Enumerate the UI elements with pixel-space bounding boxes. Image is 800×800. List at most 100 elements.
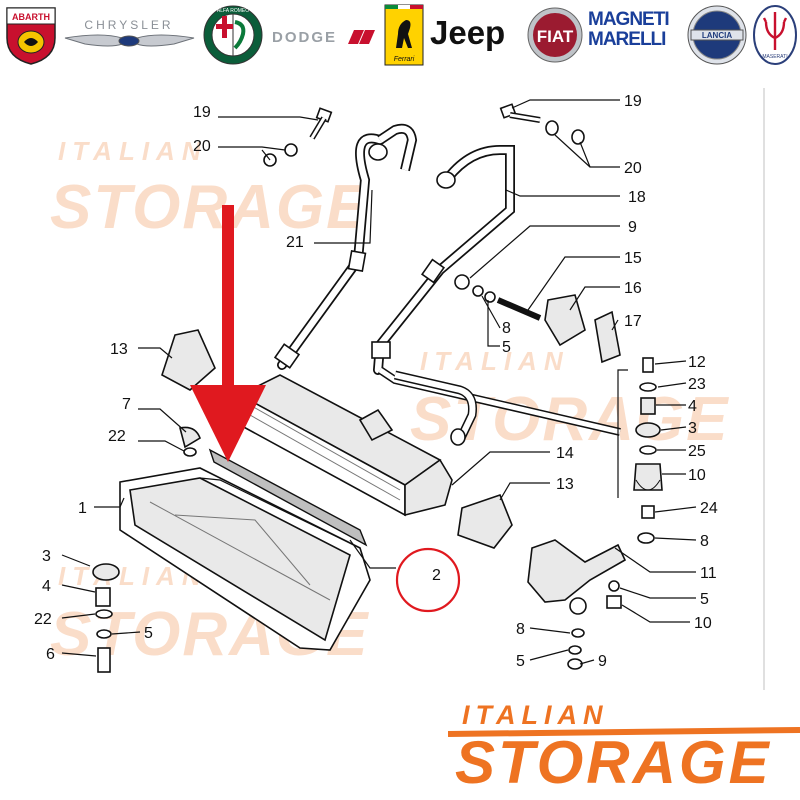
svg-text:ITALIAN: ITALIAN (420, 346, 570, 376)
dodge-logo: DODGE (272, 29, 375, 46)
callout-22: 22 (34, 611, 52, 628)
bolt-19-right (499, 103, 541, 123)
watermark-top: ITALIAN STORAGE (50, 136, 369, 242)
rubber-mount-13-left (161, 329, 216, 391)
ferrari-logo-text: Ferrari (394, 56, 415, 63)
pad-17 (594, 310, 621, 364)
callout-18: 18 (628, 189, 646, 206)
washer-20-left-a (284, 143, 298, 157)
callout-9: 9 (598, 653, 607, 670)
callout-7: 7 (122, 396, 131, 413)
callout-10: 10 (694, 615, 712, 632)
maserati-logo-text: MASERATI (762, 54, 787, 60)
washer-5-right (608, 580, 620, 592)
washer-22 (183, 447, 197, 457)
callout-15: 15 (624, 250, 642, 267)
alfa-romeo-logo: ALFA ROMEO (203, 5, 263, 65)
cooler-cap (358, 408, 394, 442)
callout-9: 9 (628, 219, 637, 236)
callout-5: 5 (144, 625, 153, 642)
callout-2: 2 (432, 567, 441, 584)
lancia-logo-text: LANCIA (702, 31, 732, 40)
ferrari-logo: Ferrari (384, 4, 424, 66)
callout-3: 3 (688, 420, 697, 437)
callout-14: 14 (556, 445, 574, 462)
dodge-logo-text: DODGE (272, 29, 337, 46)
cooler-body-14 (238, 374, 453, 517)
callout-13: 13 (556, 476, 574, 493)
highlight-circle (395, 547, 461, 613)
highlight-arrow (190, 205, 266, 462)
callout-10: 10 (688, 467, 706, 484)
washer-5 (484, 291, 496, 303)
callout-19: 19 (193, 104, 211, 121)
callout-23: 23 (688, 376, 706, 393)
tray-1 (119, 467, 371, 651)
washer-8 (472, 285, 484, 297)
alfa-romeo-logo-text: ALFA ROMEO (217, 8, 249, 14)
washer-bracket (569, 597, 587, 615)
brand-logo-bar: ABARTH CHRYSLER ALFA ROMEO DODGE Ferrari… (0, 0, 800, 72)
bolt-24 (641, 505, 655, 519)
bolt-19-left (309, 107, 333, 140)
brand-underline (448, 727, 800, 737)
left-stack (92, 563, 120, 673)
bolt-10-right (606, 595, 622, 609)
maserati-logo: MASERATI (753, 5, 797, 65)
washer-8-bottom (571, 628, 585, 638)
callout-19: 19 (624, 93, 642, 110)
brand-italian-text: ITALIAN (462, 700, 609, 730)
callout-16: 16 (624, 280, 642, 297)
strip-2 (208, 448, 368, 547)
callout-21: 21 (286, 234, 304, 251)
mount-stack (633, 357, 663, 491)
stack-bracket (617, 369, 628, 498)
brand-storage-text: STORAGE (455, 729, 772, 796)
callout-25: 25 (688, 443, 706, 460)
callout-5: 5 (516, 653, 525, 670)
nut-9 (454, 274, 470, 290)
washer-8-right (637, 532, 655, 544)
callout-17: 17 (624, 313, 642, 330)
jeep-logo: Jeep (430, 14, 506, 51)
washer-5-bottom (568, 645, 582, 655)
chrysler-logo: CHRYSLER (64, 18, 195, 47)
callout-20: 20 (193, 138, 211, 155)
leader-lines (61, 99, 697, 665)
fiat-logo-text: FIAT (537, 27, 574, 46)
hose-18 (371, 145, 515, 375)
clip-7 (179, 426, 201, 449)
fiat-logo: FIAT (527, 7, 583, 63)
nut-9-bottom (567, 658, 583, 670)
callout-24: 24 (700, 500, 718, 517)
callout-5: 5 (502, 339, 511, 356)
callout-labels: 19 20 21 19 20 18 9 15 16 17 8 5 13 7 22… (34, 93, 718, 670)
callout-8: 8 (502, 320, 511, 337)
magneti-marelli-logo: MAGNETI MARELLI (588, 9, 670, 50)
chrysler-logo-text: CHRYSLER (84, 18, 173, 32)
washer-20-right-b (571, 129, 585, 145)
callout-6: 6 (46, 646, 55, 663)
svg-text:STORAGE: STORAGE (50, 173, 369, 242)
callout-11: 11 (700, 565, 717, 582)
stud-15 (496, 297, 542, 321)
callout-1: 1 (78, 500, 87, 517)
callout-8: 8 (516, 621, 525, 638)
callout-13: 13 (110, 341, 128, 358)
callout-4: 4 (42, 578, 51, 595)
rubber-mount-13-right (457, 493, 513, 549)
callout-12: 12 (688, 354, 706, 371)
washer-20-right-a (545, 120, 559, 136)
callout-3: 3 (42, 548, 51, 565)
bracket-16 (544, 294, 586, 347)
callout-5: 5 (700, 591, 709, 608)
pipe-return (377, 366, 621, 446)
svg-text:ITALIAN: ITALIAN (58, 136, 208, 166)
abarth-logo-text: ABARTH (12, 12, 50, 22)
callout-22: 22 (108, 428, 126, 445)
callout-8: 8 (700, 533, 709, 550)
callout-4: 4 (688, 398, 697, 415)
lancia-logo: LANCIA (687, 5, 747, 65)
support-bracket-11 (527, 539, 627, 603)
